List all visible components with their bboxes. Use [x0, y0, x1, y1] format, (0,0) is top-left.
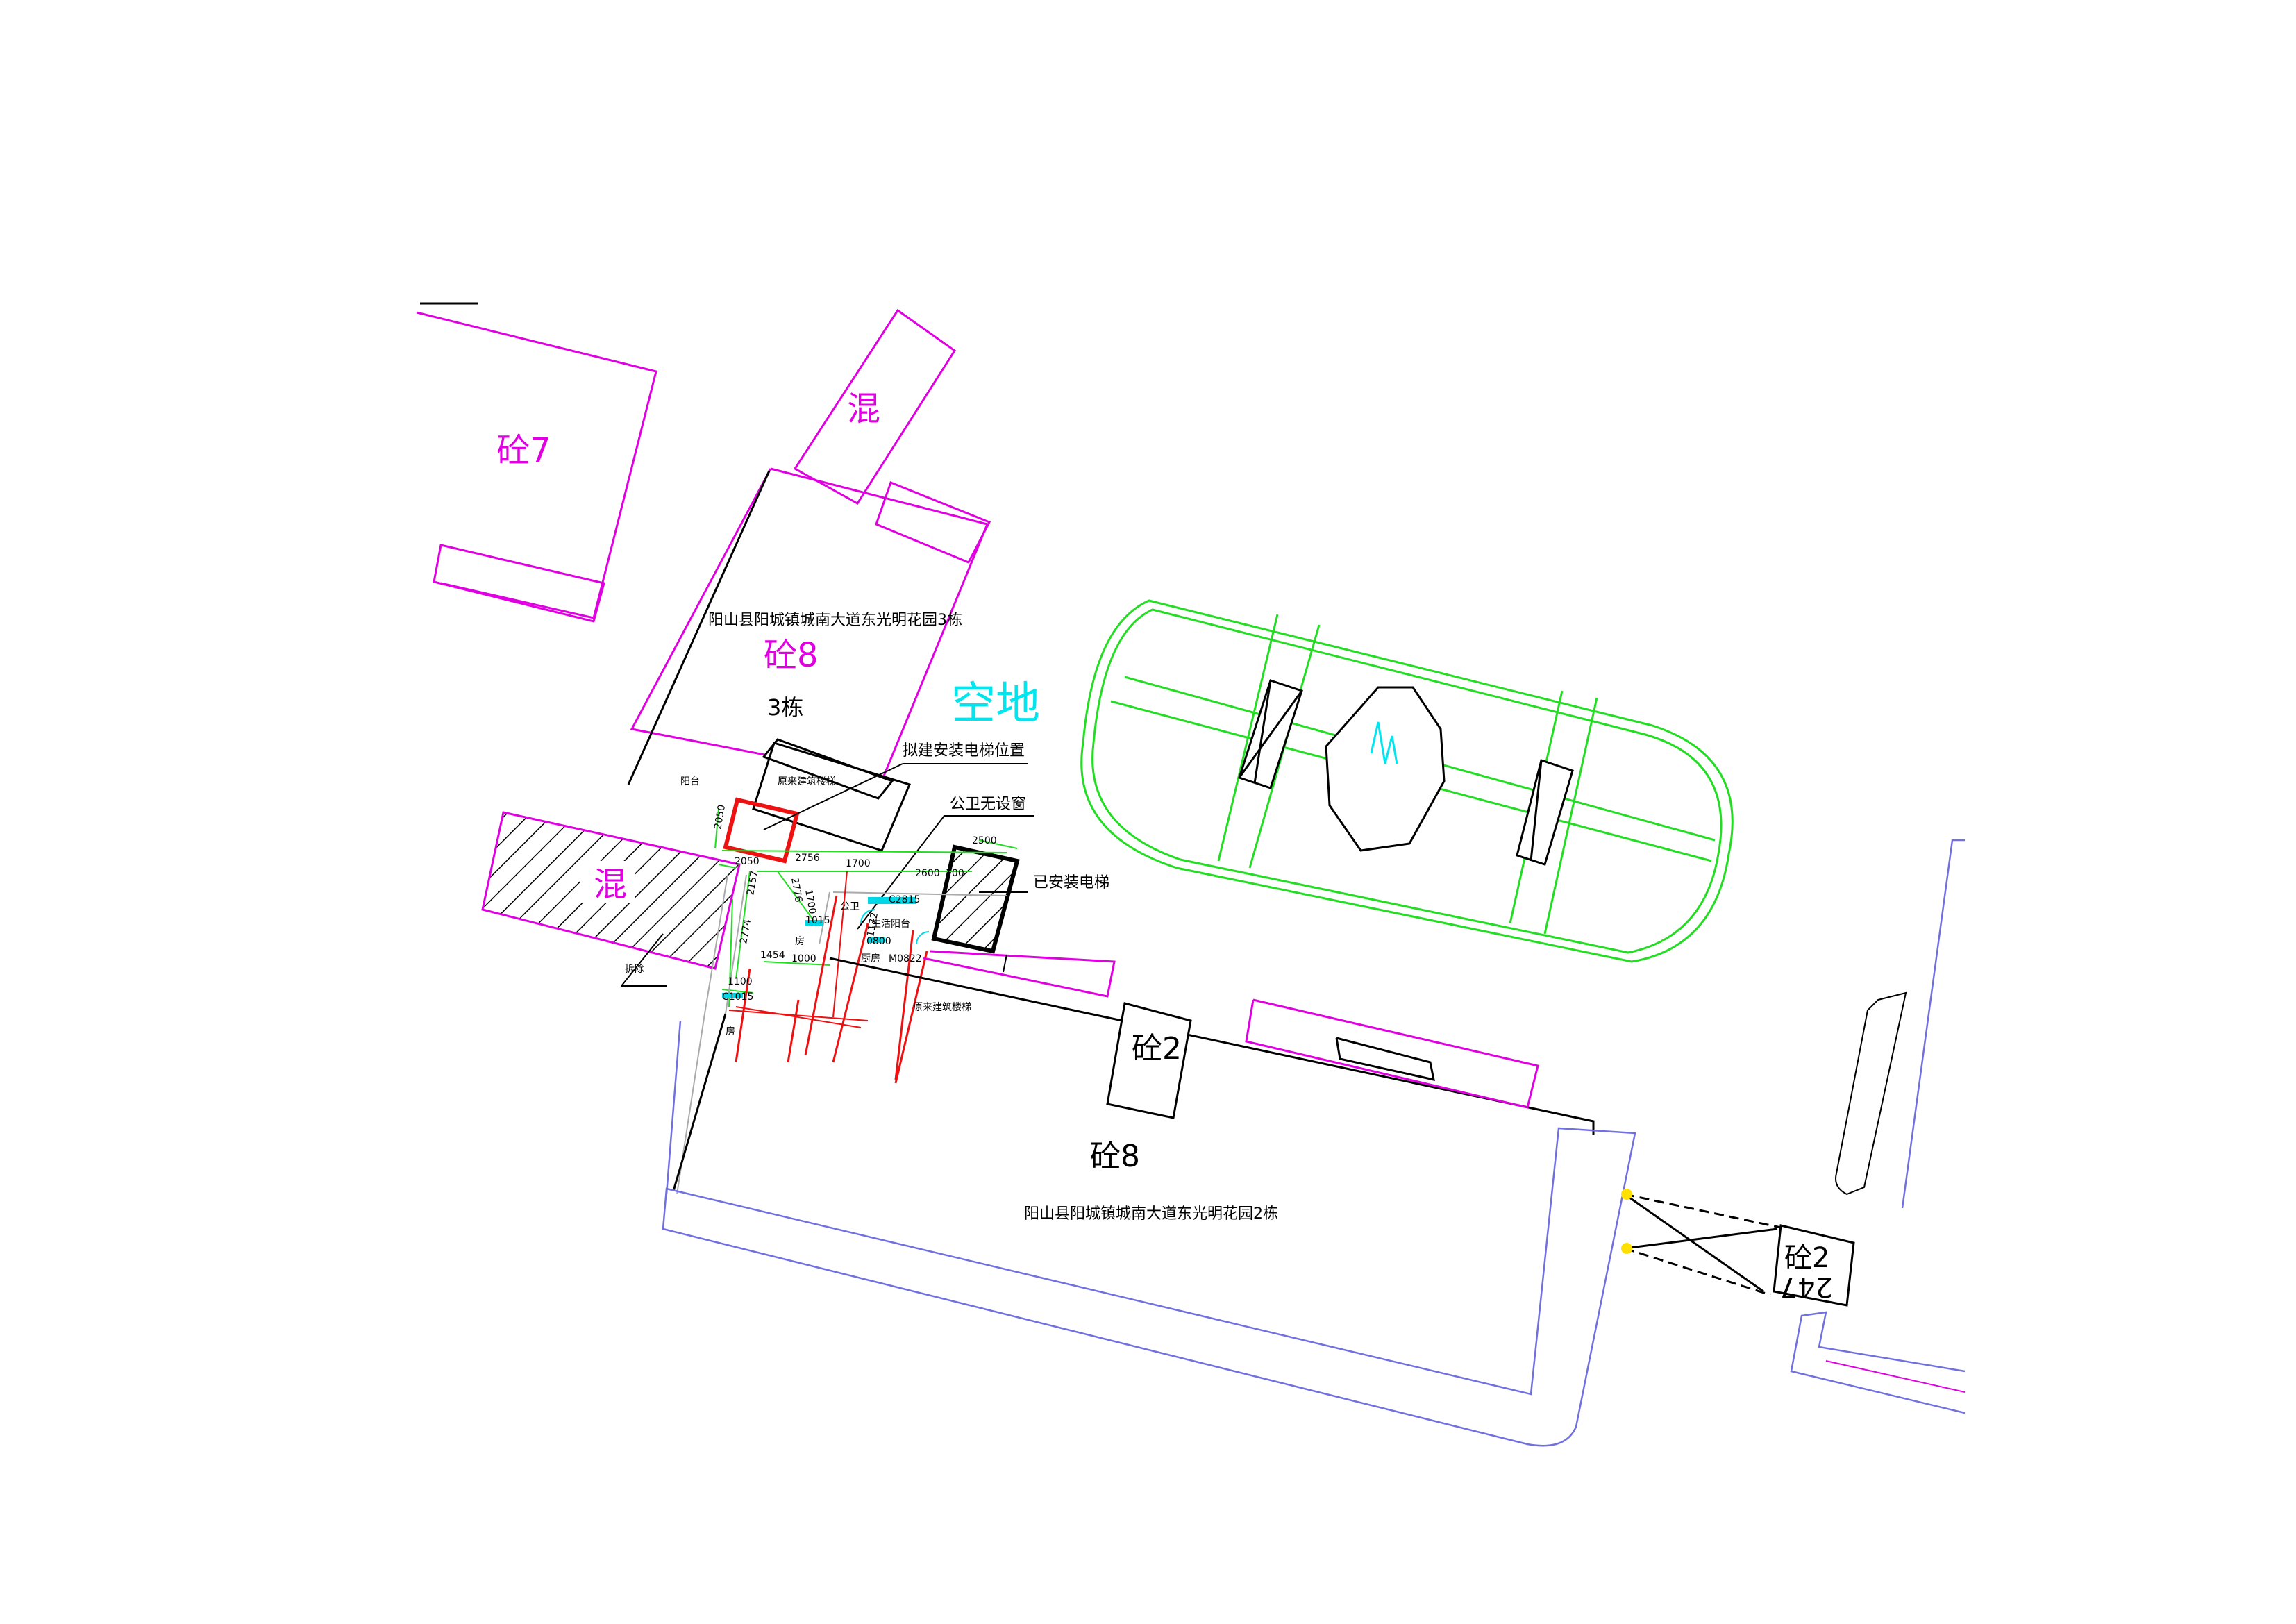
dimension-values: 2050 2050 2756 1700 2600 100 2500 2157 2…: [712, 804, 996, 1003]
label-kitchen: 厨房: [861, 953, 880, 964]
building-mixed-top: 混: [793, 308, 957, 505]
label-proposed-elevator: 拟建安装电梯位置: [903, 742, 1025, 760]
dim-value: 2500: [972, 835, 997, 846]
label-room-b: 房: [726, 1026, 735, 1037]
dim-value: 100: [946, 868, 964, 879]
connector-bridge: 砼2 247: [1621, 1189, 1855, 1307]
label-concrete-2-mid: 砼2: [1132, 1031, 1182, 1066]
window-c1015: [722, 993, 743, 998]
building-2: 砼2 砼8 阳山县阳城镇城南大道东光明花园2栋: [662, 957, 1636, 1447]
label-concrete-2-right: 砼2: [1784, 1242, 1829, 1274]
dim-value: 1172: [865, 912, 880, 938]
label-concrete-8-top: 砼8: [764, 636, 819, 675]
proposed-elevator-box: [723, 797, 800, 864]
dim-value: C1015: [722, 991, 753, 1003]
green-landscape: [1080, 599, 1734, 963]
floor-plan-walls: 公卫 生活阳台 厨房 房 房 原来建筑楼梯: [676, 871, 1007, 1195]
dim-value: C2815: [889, 894, 920, 905]
building-3-short: 3栋: [767, 694, 803, 721]
window-c2815: [868, 897, 916, 904]
north-fountain-icon: [1370, 721, 1398, 764]
strip-east: [923, 950, 1116, 998]
dim-value: 0800: [866, 936, 891, 947]
window-1172: [868, 937, 885, 943]
label-mixed-top: 混: [847, 390, 880, 428]
label-installed-elevator: 已安装电梯: [1033, 874, 1109, 891]
label-orig-stair-1: 原来建筑楼梯: [778, 776, 836, 787]
label-orig-stair-2: 原来建筑楼梯: [913, 1002, 971, 1013]
dim-value: 1000: [791, 953, 816, 964]
label-247: 247: [1780, 1271, 1833, 1303]
dim-value: 2600: [915, 868, 940, 879]
hatch-existing-elevator-icon: [931, 844, 1020, 954]
label-concrete-7: 砼7: [496, 431, 551, 470]
yellow-marker-icon: [1621, 1189, 1632, 1200]
label-balcony: 阳台: [680, 776, 700, 787]
label-mixed-left: 混: [594, 865, 627, 904]
dim-value: 2050: [712, 804, 728, 830]
dim-value: 2776: [789, 877, 804, 903]
dim-value: 1454: [760, 950, 785, 961]
label-public-toilet-no-window: 公卫无设窗: [950, 796, 1026, 813]
dim-value: 2774: [738, 919, 753, 945]
dimension-lines: [714, 808, 1018, 1007]
dim-value: 1100: [728, 976, 753, 987]
dim-value: 1700: [803, 889, 818, 915]
building-3-title: 阳山县阳城镇城南大道东光明花园3栋: [708, 612, 962, 629]
dim-value: 2157: [745, 870, 760, 896]
dim-value: 2756: [795, 853, 820, 864]
window-c1015-b: [805, 920, 823, 926]
dim-value: M0822: [889, 953, 922, 964]
dim-value: 2050: [735, 856, 760, 867]
label-demolish: 拆除: [625, 964, 644, 975]
building-concrete-7: 砼7: [416, 311, 657, 623]
label-concrete-8-bottom: 砼8: [1090, 1139, 1140, 1174]
label-room-a: 房: [795, 936, 805, 947]
label-public-toilet: 公卫: [840, 901, 860, 912]
label-empty-lot: 空地: [951, 678, 1040, 730]
dim-value: 1700: [846, 858, 871, 869]
building-2-title: 阳山县阳城镇城南大道东光明花园2栋: [1024, 1205, 1278, 1223]
label-living-balcony: 生活阳台: [871, 919, 910, 930]
demolish-area: 混 拆除: [481, 811, 741, 987]
building-3: 阳山县阳城镇城南大道东光明花园3栋 砼8 3栋 阳台 原来建筑楼梯: [627, 467, 991, 852]
dim-value: 1015: [805, 915, 830, 926]
right-edge-structures: [1790, 839, 1966, 1414]
yellow-marker-icon: [1621, 1243, 1632, 1254]
